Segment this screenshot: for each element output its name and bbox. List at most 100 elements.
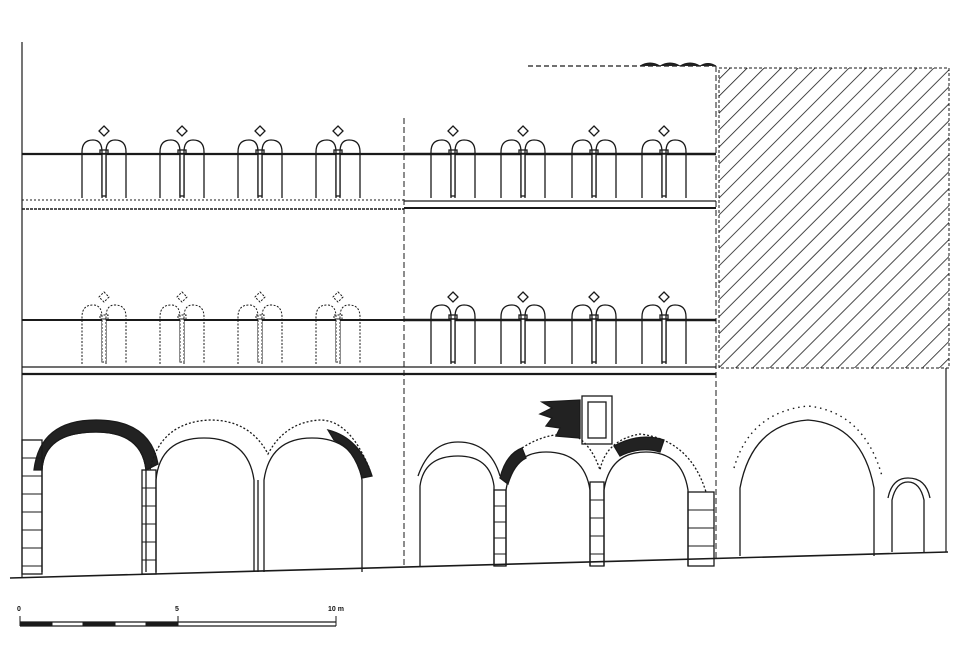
window-mid-upper-4	[641, 125, 687, 198]
arch-right-large	[739, 419, 875, 556]
window-light-right	[595, 139, 617, 198]
window-diamond	[98, 125, 110, 137]
window-light-right	[339, 304, 361, 364]
window-light-right	[454, 304, 476, 364]
window-light-left	[315, 304, 337, 364]
window-light-left	[159, 139, 181, 198]
arch-mid-2	[505, 451, 591, 566]
arch-left-1-voussoir	[33, 419, 159, 472]
damaged-masonry	[538, 399, 581, 439]
arch-left-3-voussoir	[326, 428, 373, 479]
window-light-left	[81, 139, 103, 198]
window-capital	[99, 149, 109, 155]
window-colonnette	[257, 318, 263, 363]
roof-tiles	[639, 62, 717, 67]
window-diamond	[332, 291, 344, 303]
window-light-right	[183, 304, 205, 364]
window-capital	[177, 314, 187, 320]
window-mid-lower-1	[430, 291, 476, 364]
window-diamond	[447, 291, 459, 303]
window-capital	[659, 314, 669, 320]
window-light-left	[159, 304, 181, 364]
window-light-left	[237, 304, 259, 364]
window-light-right	[339, 139, 361, 198]
window-mid-lower-2	[500, 291, 546, 364]
arch-mid-3-voussoir	[613, 436, 665, 457]
window-mid-lower-3	[571, 291, 617, 364]
window-light-left	[315, 139, 337, 198]
arch-mid-1	[419, 455, 495, 566]
window-capital	[659, 149, 669, 155]
window-light-left	[237, 139, 259, 198]
window-groups	[81, 125, 687, 364]
window-colonnette	[335, 318, 341, 363]
window-capital	[177, 149, 187, 155]
scale-label-0: 0	[17, 606, 21, 613]
window-light-left	[430, 139, 452, 198]
window-diamond	[658, 125, 670, 137]
window-light-left	[500, 304, 522, 364]
window-light-right	[261, 139, 283, 198]
window-light-right	[105, 304, 127, 364]
window-colonnette	[257, 153, 263, 197]
window-colonnette	[450, 153, 456, 197]
blocked-window	[581, 395, 613, 445]
window-capital	[518, 149, 528, 155]
window-diamond	[517, 291, 529, 303]
arch-mid-outline	[521, 433, 707, 493]
window-light-left	[500, 139, 522, 198]
window-left-lower-3	[237, 291, 283, 364]
window-light-left	[81, 304, 103, 364]
window-colonnette	[179, 153, 185, 197]
arch-left-2-outline	[149, 419, 371, 471]
pier-mid-2	[589, 481, 605, 567]
window-light-left	[571, 304, 593, 364]
scale-bar	[19, 616, 337, 627]
window-diamond	[98, 291, 110, 303]
window-light-right	[665, 139, 687, 198]
window-colonnette	[520, 153, 526, 197]
arch-right-voussoir-ring	[733, 405, 883, 477]
window-diamond	[176, 125, 188, 137]
window-diamond	[447, 125, 459, 137]
window-light-right	[524, 304, 546, 364]
window-diamond	[254, 291, 266, 303]
hatched-wall	[718, 67, 950, 369]
window-light-left	[430, 304, 452, 364]
window-colonnette	[335, 153, 341, 197]
arch-left-2	[155, 437, 255, 572]
pier-mid-3	[687, 491, 715, 567]
pier-left-1	[141, 469, 157, 575]
window-capital	[255, 314, 265, 320]
window-colonnette	[661, 153, 667, 197]
window-left-upper-2	[159, 125, 205, 198]
window-capital	[99, 314, 109, 320]
window-diamond	[176, 291, 188, 303]
window-capital	[518, 314, 528, 320]
window-left-lower-4	[315, 291, 361, 364]
window-light-left	[571, 139, 593, 198]
window-capital	[255, 149, 265, 155]
pier-left-edge	[21, 439, 43, 575]
scale-label-5: 5	[175, 606, 179, 613]
window-diamond	[517, 125, 529, 137]
window-light-right	[105, 139, 127, 198]
window-mid-upper-1	[430, 125, 476, 198]
window-colonnette	[450, 318, 456, 363]
window-capital	[448, 149, 458, 155]
arch-mid-1-outer	[417, 441, 501, 477]
pier-mid-1	[493, 489, 507, 567]
window-colonnette	[101, 318, 107, 363]
scale-label-10m: 10 m	[328, 606, 344, 613]
window-capital	[333, 149, 343, 155]
window-colonnette	[520, 318, 526, 363]
window-light-left	[641, 139, 663, 198]
window-light-right	[183, 139, 205, 198]
window-diamond	[658, 291, 670, 303]
pier-masonry	[22, 457, 714, 567]
window-light-right	[524, 139, 546, 198]
window-light-right	[454, 139, 476, 198]
window-left-lower-2	[159, 291, 205, 364]
window-diamond	[588, 125, 600, 137]
